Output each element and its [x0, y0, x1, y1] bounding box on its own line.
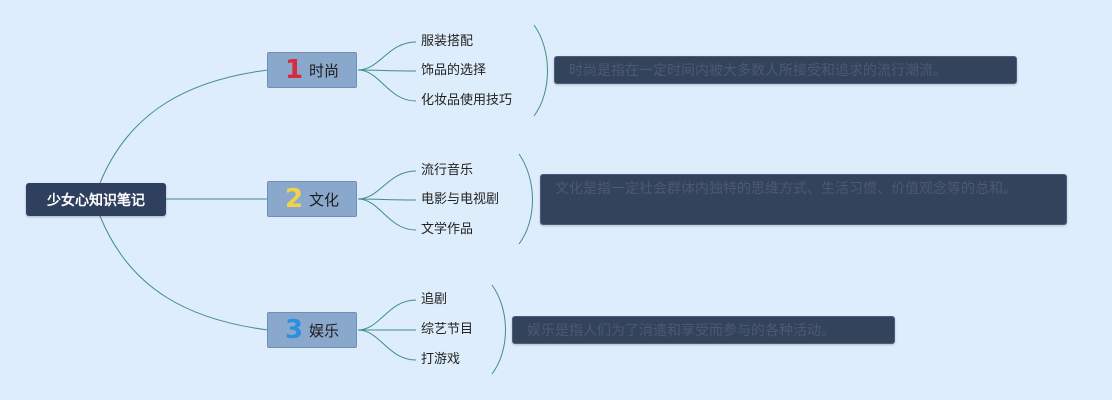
subtopic-item[interactable]: 电影与电视剧 [421, 192, 500, 207]
connector-branch-3-item-3 [357, 329, 417, 361]
connector-root-branch-3 [99, 215, 269, 331]
main-topic-label: 文化 [309, 190, 340, 209]
main-topic-fashion[interactable]: 1 时尚 [267, 52, 357, 88]
connector-branch-2-item-3 [357, 198, 417, 231]
main-topic-label: 时尚 [309, 61, 340, 80]
connector-branch-1-item-3 [357, 69, 417, 102]
subtopic-item[interactable]: 饰品的选择 [421, 63, 487, 78]
main-topic-culture[interactable]: 2 文化 [267, 181, 357, 217]
root-topic-label: 少女心知识笔记 [47, 192, 145, 209]
number-2-icon: 2 [284, 184, 304, 214]
connector-branch-3-item-1 [357, 299, 417, 331]
connector-root-branch-1 [99, 69, 269, 184]
number-3-icon: 3 [284, 315, 304, 345]
subtopic-item[interactable]: 文学作品 [421, 222, 474, 237]
connector-branch-1-item-1 [357, 41, 417, 71]
summary-note-text: 娱乐是指人们为了消遣和享受而参与的各种活动。 [527, 323, 835, 339]
summary-note-entertainment[interactable]: 娱乐是指人们为了消遣和享受而参与的各种活动。 [512, 316, 895, 344]
connector-branch-2-item-1 [357, 170, 417, 200]
connector-branch-2-item-2 [357, 198, 417, 201]
summary-bracket-2 [518, 153, 533, 245]
main-topic-label: 娱乐 [309, 321, 340, 340]
subtopic-item[interactable]: 综艺节目 [421, 322, 474, 337]
summary-note-fashion[interactable]: 时尚是指在一定时间内被大多数人所接受和追求的流行潮流。 [554, 56, 1017, 84]
number-1-icon: 1 [284, 55, 304, 85]
summary-note-text: 时尚是指在一定时间内被大多数人所接受和追求的流行潮流。 [569, 63, 947, 79]
subtopic-item[interactable]: 流行音乐 [421, 163, 474, 178]
summary-note-text: 文化是指一定社会群体内独特的思维方式、生活习惯、价值观念等的总和。 [555, 181, 1017, 197]
summary-bracket-3 [491, 284, 506, 375]
subtopic-item[interactable]: 服装搭配 [421, 34, 474, 49]
root-topic[interactable]: 少女心知识笔记 [26, 183, 166, 216]
summary-bracket-1 [533, 24, 548, 117]
subtopic-item[interactable]: 化妆品使用技巧 [421, 93, 513, 108]
connector-branch-1-item-2 [357, 69, 417, 72]
summary-note-culture[interactable]: 文化是指一定社会群体内独特的思维方式、生活习惯、价值观念等的总和。 [540, 174, 1067, 225]
subtopic-item[interactable]: 打游戏 [421, 352, 461, 367]
subtopic-item[interactable]: 追剧 [421, 292, 448, 307]
main-topic-entertainment[interactable]: 3 娱乐 [267, 312, 357, 348]
